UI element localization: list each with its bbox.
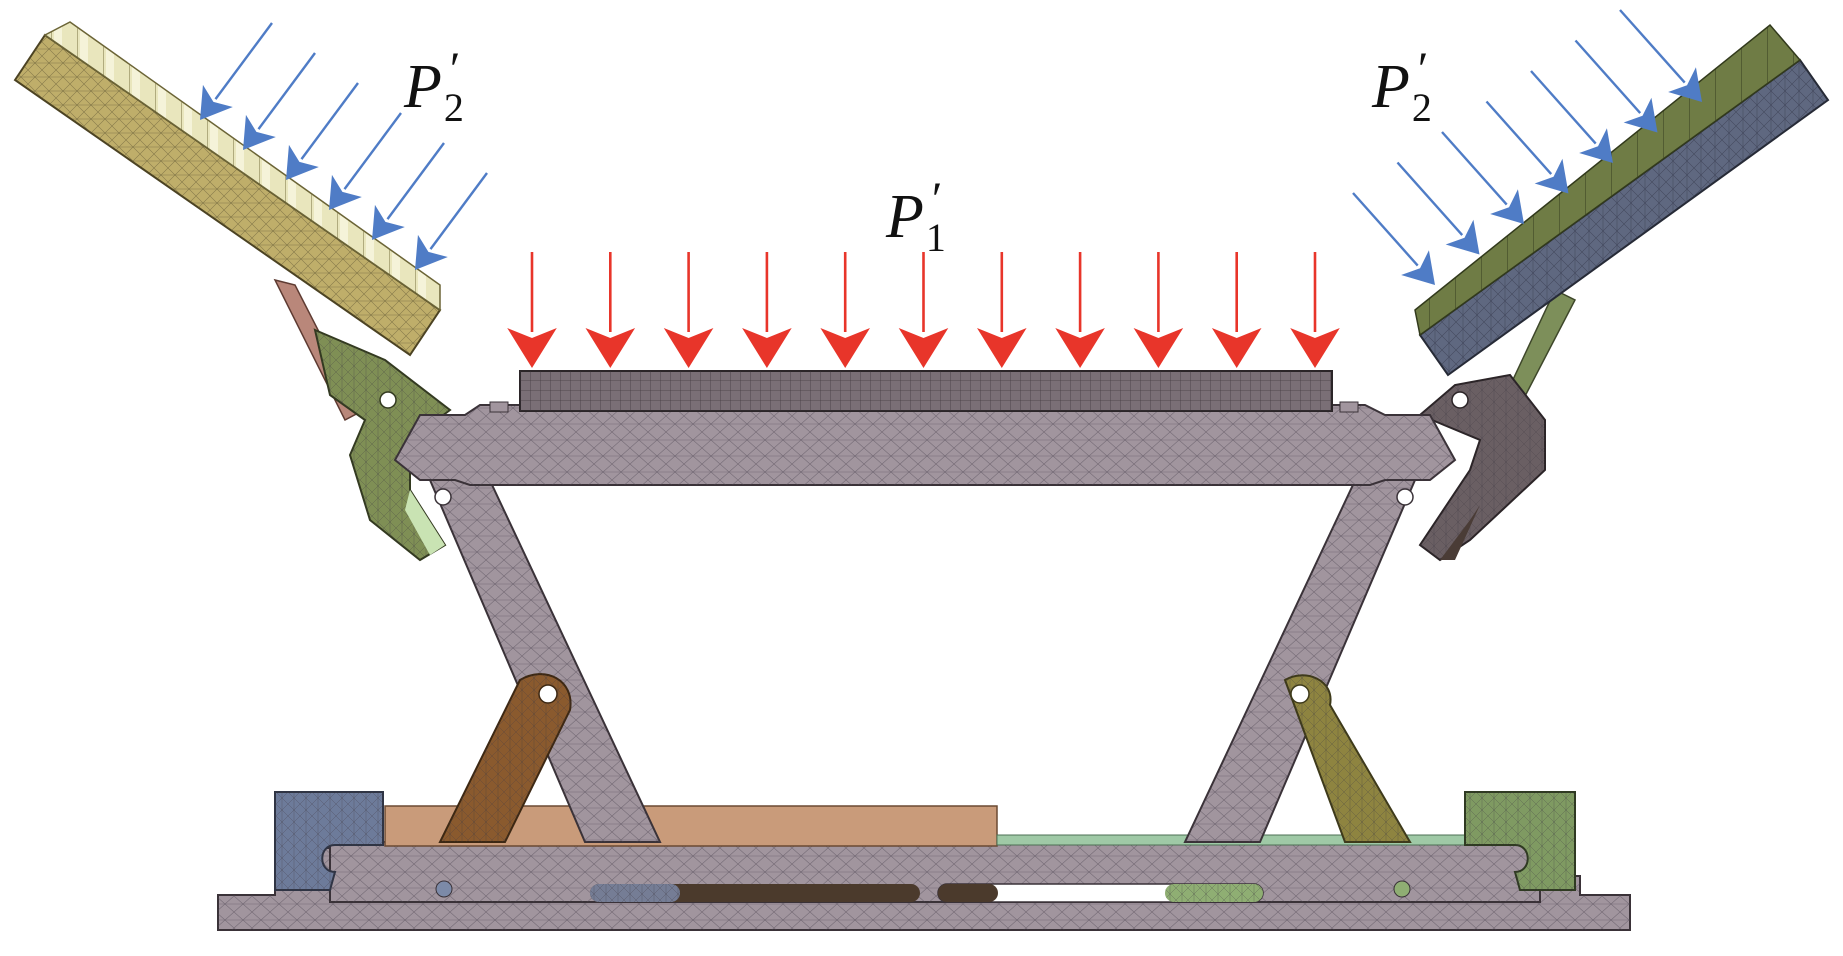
top-beam xyxy=(393,401,1457,506)
vertical-load-arrow xyxy=(1211,252,1262,368)
vertical-load-arrow xyxy=(585,252,636,368)
right-incline-load-arrow xyxy=(1352,192,1435,285)
top-plate xyxy=(519,370,1333,412)
vertical-load-arrow xyxy=(507,252,557,368)
leg-right xyxy=(1183,468,1417,843)
left-bracket xyxy=(313,328,452,562)
label-p2-left: P2′ xyxy=(404,43,464,130)
link-left xyxy=(438,673,572,843)
left-incline-load-arrows xyxy=(200,22,488,270)
right-incline-load-arrow xyxy=(1530,70,1613,163)
leg-left xyxy=(428,468,662,843)
left-incline-load-arrow xyxy=(372,142,445,240)
right-incline-load-arrows xyxy=(1352,9,1702,285)
left-incline-load-arrow xyxy=(415,172,488,270)
vertical-load-arrow xyxy=(898,252,949,368)
right-incline-load-arrow xyxy=(1619,9,1702,102)
vertical-load-arrow xyxy=(820,252,870,368)
right-inclined-panel xyxy=(1414,23,1830,377)
left-inclined-panel xyxy=(13,21,442,357)
vertical-load-arrow xyxy=(1133,252,1184,368)
left-incline-load-arrow xyxy=(243,52,316,150)
base-bolt-right xyxy=(1393,880,1411,898)
beam-pin-right xyxy=(1396,488,1414,506)
left-incline-load-arrow xyxy=(329,112,402,210)
base-assembly xyxy=(217,805,1631,931)
left-panel-face xyxy=(43,21,441,312)
vertical-load-arrow xyxy=(977,252,1027,368)
right-incline-load-arrow xyxy=(1574,39,1658,133)
left-incline-load-arrow xyxy=(200,22,273,120)
vertical-load-arrow xyxy=(1290,252,1340,368)
right-incline-load-arrow xyxy=(1485,100,1569,194)
vertical-load-arrow xyxy=(663,252,714,368)
base-bolt-left xyxy=(435,880,453,898)
vertical-load-arrow xyxy=(1055,252,1105,368)
right-incline-load-arrow xyxy=(1441,131,1524,224)
vertical-load-arrows xyxy=(507,252,1340,368)
label-p2-right: P2′ xyxy=(1372,43,1432,130)
right-bracket xyxy=(1418,373,1546,562)
label-p1: P1′ xyxy=(886,173,946,260)
clamp-right xyxy=(1464,791,1576,891)
vertical-load-arrow xyxy=(742,252,792,368)
right-incline-load-arrow xyxy=(1396,161,1480,255)
right-panel-face xyxy=(1414,23,1802,337)
link-right xyxy=(1283,674,1412,843)
left-incline-load-arrow xyxy=(286,82,359,180)
beam-pin-left xyxy=(434,488,452,506)
clamp-left xyxy=(274,791,384,891)
